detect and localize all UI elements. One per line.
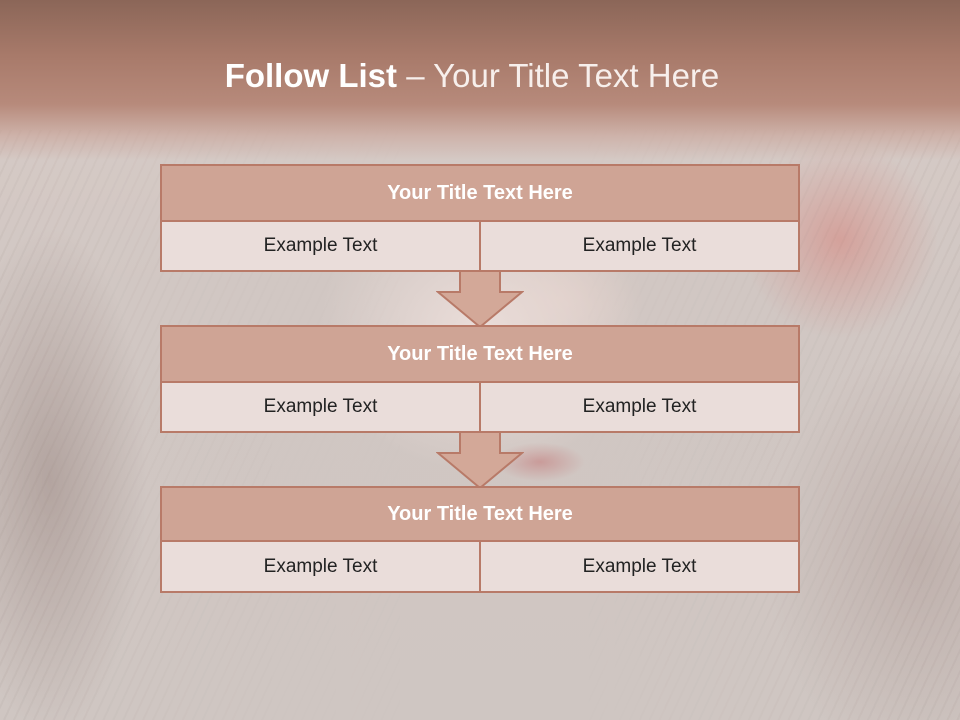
down-arrow-icon: [436, 270, 524, 328]
item-row: Example Text Example Text: [162, 383, 798, 431]
down-arrow-icon: [436, 431, 524, 489]
item-title: Your Title Text Here: [162, 488, 798, 542]
slide-title: Follow List – Your Title Text Here: [0, 54, 952, 98]
slide-title-bold: Follow List: [224, 57, 398, 94]
item-row: Example Text Example Text: [162, 542, 798, 591]
item-text-left: Example Text: [162, 542, 479, 591]
item-title: Your Title Text Here: [162, 327, 798, 383]
follow-list-item-3: Your Title Text Here Example Text Exampl…: [160, 486, 800, 593]
item-text-right: Example Text: [479, 542, 798, 591]
item-text-right: Example Text: [479, 222, 798, 270]
slide-title-rest: – Your Title Text Here: [397, 57, 720, 94]
header-band: [0, 0, 960, 160]
item-text-left: Example Text: [162, 383, 479, 431]
item-text-right: Example Text: [479, 383, 798, 431]
follow-list-item-1: Your Title Text Here Example Text Exampl…: [160, 164, 800, 272]
item-row: Example Text Example Text: [162, 222, 798, 270]
item-title: Your Title Text Here: [162, 166, 798, 222]
follow-list-item-2: Your Title Text Here Example Text Exampl…: [160, 325, 800, 433]
item-text-left: Example Text: [162, 222, 479, 270]
